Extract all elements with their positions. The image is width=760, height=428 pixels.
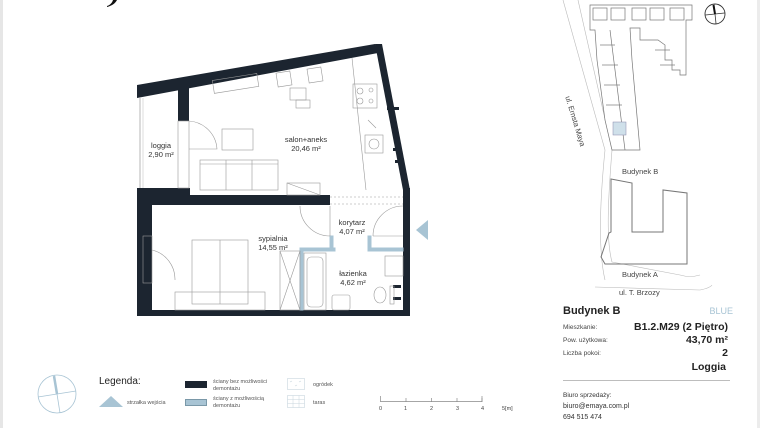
scale-tick-label: 5[m]	[502, 406, 513, 412]
row-value: Loggia	[691, 361, 726, 373]
scale-bar	[380, 396, 483, 402]
logo-fragment-icon	[107, 0, 117, 7]
legend-garden-label: ogródek	[313, 382, 333, 388]
row-label: Pow. użytkowa:	[563, 337, 608, 344]
legend-wall-fixed-label: ściany bez możliwości demontażu	[213, 379, 267, 392]
scale-tick-label: 2	[430, 406, 434, 412]
legend-line: demontażu	[213, 402, 241, 409]
legend-title: Legenda:	[99, 376, 141, 387]
row-value: 2	[722, 347, 728, 359]
building-a-label: Budynek A	[622, 270, 658, 279]
row-value: B1.2.M29 (2 Piętro)	[634, 321, 728, 333]
page-left-border	[0, 0, 3, 428]
floor-plan	[137, 44, 428, 316]
scale-tick-label: 0	[379, 406, 383, 412]
room-name: korytarz	[338, 218, 366, 227]
legend-wall-fixed-swatch	[185, 381, 207, 388]
row-label: Liczba pokoi:	[563, 350, 601, 357]
building-b-label: Budynek B	[622, 167, 659, 176]
building-title: Budynek B	[563, 305, 621, 317]
room-korytarz: korytarz 4,07 m²	[332, 218, 372, 236]
room-lazienka: łazienka 4,62 m²	[334, 269, 372, 287]
entrance-arrow-icon	[416, 220, 428, 240]
sales-office-label: Biuro sprzedaży:	[563, 392, 612, 399]
compass-icon	[704, 3, 726, 25]
legend-garden-icon	[287, 378, 305, 390]
sales-phone-link[interactable]: 694 515 474	[563, 414, 602, 421]
legend-wall-removable-label: ściany z możliwością demontażu	[213, 396, 264, 409]
legend-terrace-icon	[287, 395, 305, 408]
loggia-area	[139, 98, 144, 188]
scale-tick-label: 3	[456, 406, 460, 412]
room-loggia: loggia 2,90 m²	[143, 141, 179, 159]
street-label-brzozy: ul. T. Brzozy	[619, 288, 660, 297]
legend-entry-arrow-icon	[99, 396, 123, 407]
room-area: 4,07 m²	[339, 227, 365, 236]
room-name: loggia	[150, 141, 172, 150]
scale-tick-label: 1	[404, 406, 408, 412]
room-name: łazienka	[339, 269, 367, 278]
page-right-border	[757, 0, 760, 428]
site-plan	[562, 0, 713, 291]
building-b-outline	[589, 4, 693, 151]
legend-line: demontażu	[213, 385, 241, 392]
legend-terrace-label: taras	[313, 400, 326, 406]
interior-lines	[142, 57, 404, 311]
highlighted-apartment	[612, 121, 627, 136]
scale-tick-label: 4	[481, 406, 485, 412]
room-salon: salon+aneks 20,46 m²	[276, 135, 336, 153]
room-name: salon+aneks	[284, 135, 328, 144]
legend-entry-label: strzałka wejścia	[127, 400, 166, 406]
room-area: 4,62 m²	[340, 278, 366, 287]
room-sypialnia: sypialnia 14,55 m²	[248, 234, 298, 252]
load-bearing-walls	[137, 44, 410, 316]
room-area: 2,90 m²	[148, 150, 174, 159]
row-value: 43,70 m²	[685, 334, 728, 346]
legend-line: ściany bez możliwości	[213, 379, 268, 385]
legend-compass-icon	[37, 374, 77, 414]
room-name: sypialnia	[258, 234, 288, 243]
sales-email-link[interactable]: biuro@emaya.com.pl	[563, 403, 630, 410]
building-tag: BLUE	[709, 306, 733, 316]
legend-wall-removable-swatch	[185, 399, 207, 406]
room-area: 20,46 m²	[291, 144, 321, 153]
row-label: Mieszkanie:	[563, 324, 598, 331]
legend-line: ściany z możliwością	[213, 396, 265, 402]
info-divider	[563, 380, 730, 381]
building-a-outline	[600, 178, 688, 265]
room-area: 14,55 m²	[258, 243, 288, 252]
